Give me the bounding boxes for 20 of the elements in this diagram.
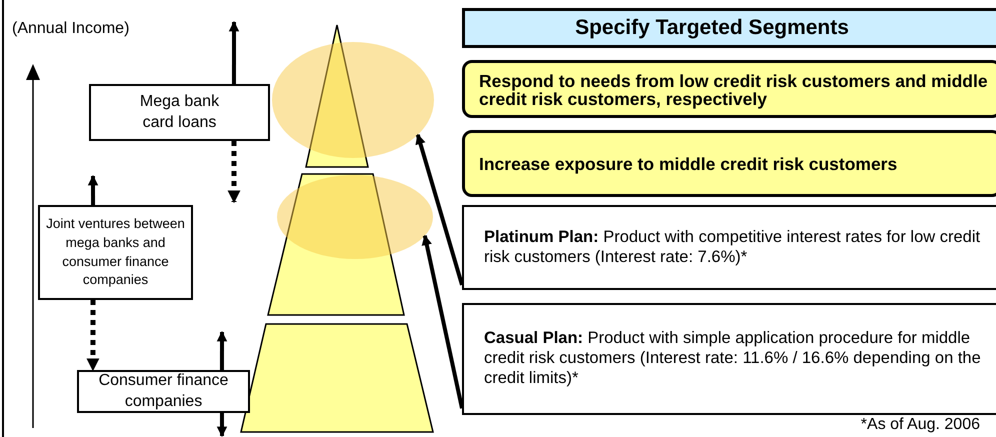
arrow xyxy=(228,141,240,204)
section-heading: Specify Targeted Segments xyxy=(574,16,850,40)
arrow xyxy=(216,330,228,370)
node-text: Casual Plan: Product with simple application procedure for middle credit risk customers (Interest rate: 11.6% / 16.6% depending on the credit limits)* xyxy=(484,329,982,389)
footnote: *As of Aug. 2006 xyxy=(860,416,980,434)
arrow xyxy=(422,234,464,409)
highlight-ellipse xyxy=(277,175,433,259)
arrow xyxy=(415,134,464,286)
node-text: Consumer finance companies xyxy=(98,370,230,412)
node-text: Joint ventures between mega banks and consumer finance companies xyxy=(45,214,186,290)
arrow xyxy=(216,413,228,437)
node-text: Mega bank card loans xyxy=(138,92,220,132)
highlight-ellipse xyxy=(272,42,434,158)
arrow xyxy=(228,20,240,84)
arrow xyxy=(88,174,98,205)
node-text: Increase exposure to middle credit risk customers xyxy=(479,155,898,174)
node-text: Platinum Plan: Product with competitive interest rates for low credit risk customers (Interest rate: 7.6%)* xyxy=(484,228,982,268)
node-text: Respond to needs from low credit risk customers and middle credit risk customers, respectively xyxy=(479,72,989,108)
arrow xyxy=(86,300,100,372)
axis-label: (Annual Income) xyxy=(12,20,130,38)
